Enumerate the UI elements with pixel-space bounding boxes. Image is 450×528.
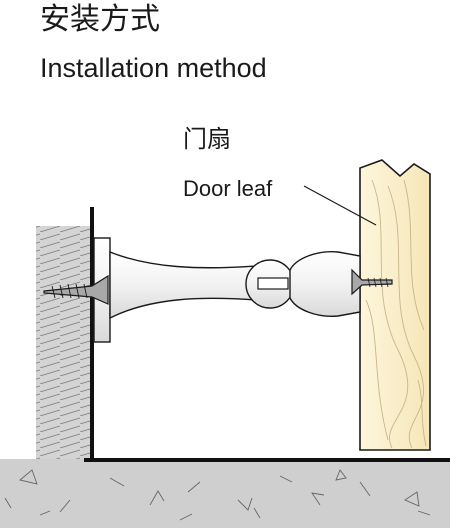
door-stop-body xyxy=(109,250,257,320)
joint-slot xyxy=(257,277,289,290)
door-screw-icon xyxy=(351,268,393,296)
wall-screw-icon xyxy=(43,274,109,305)
door-leaf-label-english: Door leaf xyxy=(183,176,273,201)
title-chinese: 安装方式 xyxy=(40,2,160,37)
door-leaf-label-chinese: 门扇 xyxy=(183,125,231,153)
door-leaf xyxy=(359,159,431,451)
callout-leader-line xyxy=(303,185,377,226)
wall xyxy=(36,207,94,462)
title-english: Installation method xyxy=(40,53,267,83)
floor xyxy=(0,458,450,528)
door-side-catch xyxy=(289,251,361,317)
